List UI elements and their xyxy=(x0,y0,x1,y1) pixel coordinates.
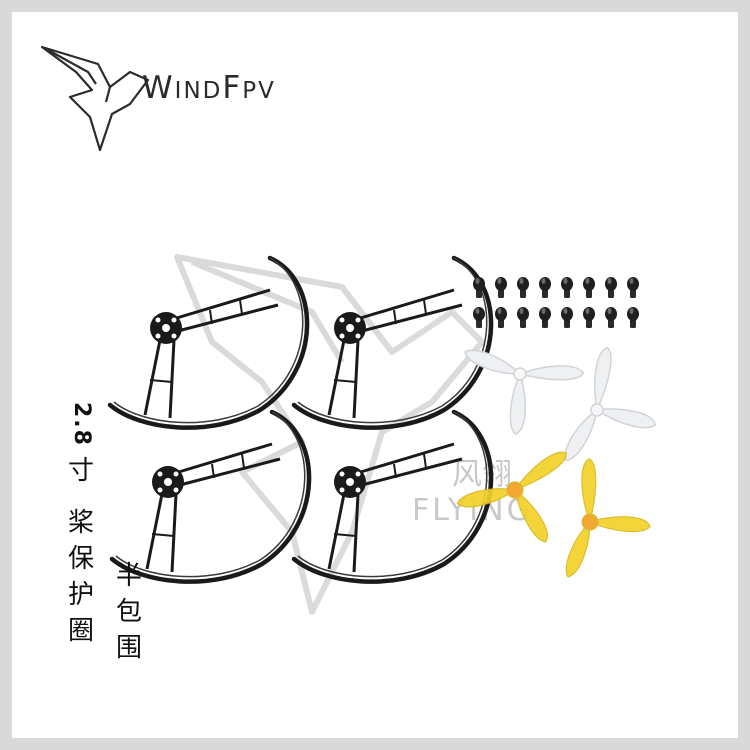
caption-char: 包 xyxy=(116,597,143,627)
bird-logo-icon xyxy=(40,45,150,152)
size-value: 2.8 xyxy=(69,402,94,447)
caption-char: 圈 xyxy=(68,615,95,646)
yellow-propeller-icon xyxy=(563,457,661,591)
watermark-cn: 风翎 xyxy=(452,457,512,492)
brand-name: WINDFPV xyxy=(142,70,276,106)
white-propeller-icon xyxy=(451,347,585,445)
watermark-bird-icon xyxy=(174,254,485,615)
caption-sub-column: 半 包 围 xyxy=(116,558,142,666)
caption-char: 桨 xyxy=(68,507,95,538)
caption-main-column: 2.8 寸 桨 保 护 圈 xyxy=(68,402,94,649)
caption-char: 保 xyxy=(68,543,95,574)
caption-char: 护 xyxy=(68,579,95,610)
screw-set xyxy=(473,277,639,328)
white-propeller-icon xyxy=(561,345,676,486)
size-unit: 寸 xyxy=(68,455,95,486)
yellow-propeller-icon xyxy=(455,448,598,570)
caption-char: 围 xyxy=(116,633,143,663)
product-image-frame: 风翎 FLYING xyxy=(12,12,738,738)
propeller-guard-icon xyxy=(112,412,309,582)
product-scene: 风翎 FLYING xyxy=(12,254,676,615)
caption-char: 半 xyxy=(116,561,143,591)
